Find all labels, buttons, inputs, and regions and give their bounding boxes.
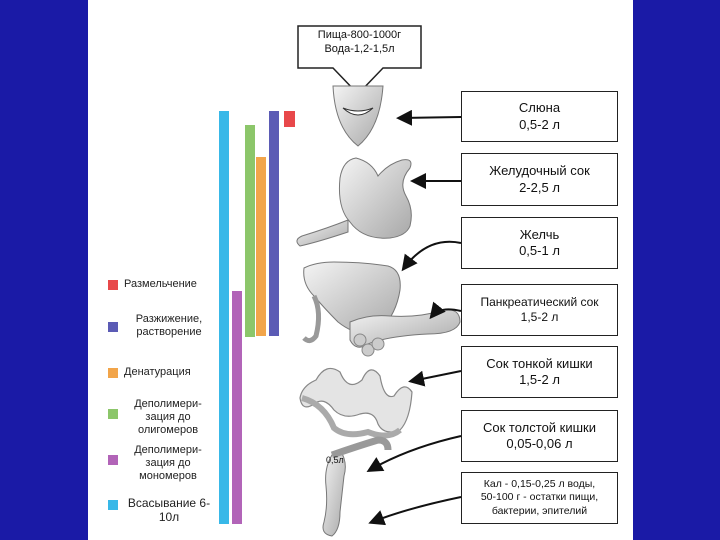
box-bile-title: Желчь: [519, 226, 560, 242]
digestive-tract-illustration: 0,5л: [296, 25, 462, 537]
intake-label: Пища-800-1000г Вода-1,2-1,5л: [298, 28, 421, 57]
box-saliva-volume: 0,5-2 л: [519, 116, 560, 132]
stomach-illustration: [339, 157, 412, 239]
arrow-bile: [401, 240, 462, 272]
legend-label-red: Размельчение: [124, 278, 197, 290]
legend-label-cyan: Всасывание 6-10л: [124, 496, 214, 525]
box-feces: Кал - 0,15-0,25 л воды, 50-100 г - остат…: [461, 472, 618, 524]
bar-grinding: [284, 111, 295, 127]
box-pancreatic-title: Панкреатический сок: [480, 295, 599, 309]
box-small-intestine-volume: 1,5-2 л: [519, 372, 560, 387]
legend-swatch-cyan: [108, 500, 118, 510]
legend-swatch-red: [108, 280, 118, 290]
box-feces-line1: Кал - 0,15-0,25 л воды,: [483, 477, 596, 490]
bar-depolymerization-oligomers: [245, 125, 255, 337]
box-bile-volume: 0,5-1 л: [519, 243, 560, 258]
arrow-saliva: [396, 109, 462, 126]
bar-depolymerization-monomers: [232, 291, 242, 524]
face-illustration: [332, 85, 384, 147]
box-small-intestine-title: Сок тонкой кишки: [486, 355, 593, 371]
box-large-intestine-juice: Сок толстой кишки 0,05-0,06 л: [461, 410, 618, 462]
box-feces-line2: 50-100 г - остатки пищи,: [480, 491, 599, 504]
legend-label-purple: Деполимери-зация до мономеров: [122, 444, 214, 484]
box-gastric-title: Желудочный сок: [489, 163, 590, 179]
intake-water: Вода-1,2-1,5л: [324, 43, 395, 56]
slide: Размельчение Разжижение, растворение Ден…: [88, 0, 633, 540]
legend-label-purple-text: Деполимери-зация до мономеров: [134, 444, 202, 483]
legend-label-green: Деполимери-зация до олигомеров: [122, 398, 214, 438]
intake-food: Пища-800-1000г: [317, 29, 402, 41]
legend-swatch-blue: [108, 322, 118, 332]
colon-volume-label: 0,5л: [326, 455, 344, 465]
box-gastric-volume: 2-2,5 л: [519, 179, 560, 195]
box-feces-line3: бактерии, эпителий: [491, 504, 588, 517]
bar-absorption: [219, 111, 229, 524]
box-saliva: Слюна 0,5-2 л: [461, 91, 618, 142]
arrow-pancreatic: [429, 301, 462, 320]
bar-denaturation: [256, 157, 266, 336]
legend-swatch-orange: [108, 368, 118, 378]
box-bile: Желчь 0,5-1 л: [461, 217, 618, 269]
legend-swatch-purple: [108, 455, 118, 465]
large-intestine-illustration: [322, 449, 346, 537]
legend-label-blue-text: Разжижение, растворение: [135, 313, 203, 339]
box-gastric-juice: Желудочный сок 2-2,5 л: [461, 153, 618, 206]
bar-dilution: [269, 111, 279, 336]
box-pancreatic-volume: 1,5-2 л: [520, 310, 559, 324]
intake-funnel: [297, 25, 422, 96]
small-intestine-illustration: [299, 367, 413, 433]
legend-label-cyan-text: Всасывание 6-10л: [127, 496, 211, 525]
box-small-intestine-juice: Сок тонкой кишки 1,5-2 л: [461, 346, 618, 398]
legend-swatch-green: [108, 409, 118, 419]
arrow-feces: [368, 496, 462, 526]
legend-label-orange: Денатурация: [124, 366, 191, 378]
box-saliva-title: Слюна: [518, 100, 561, 116]
legend-label-blue: Разжижение, растворение: [124, 313, 214, 339]
box-large-intestine-volume: 0,05-0,06 л: [506, 436, 573, 451]
legend-label-green-text: Деполимери-зация до олигомеров: [134, 398, 202, 437]
arrow-small-intestine: [408, 370, 462, 387]
box-large-intestine-title: Сок толстой кишки: [483, 419, 596, 435]
box-pancreatic-juice: Панкреатический сок 1,5-2 л: [461, 284, 618, 336]
arrow-large-intestine: [366, 435, 462, 473]
